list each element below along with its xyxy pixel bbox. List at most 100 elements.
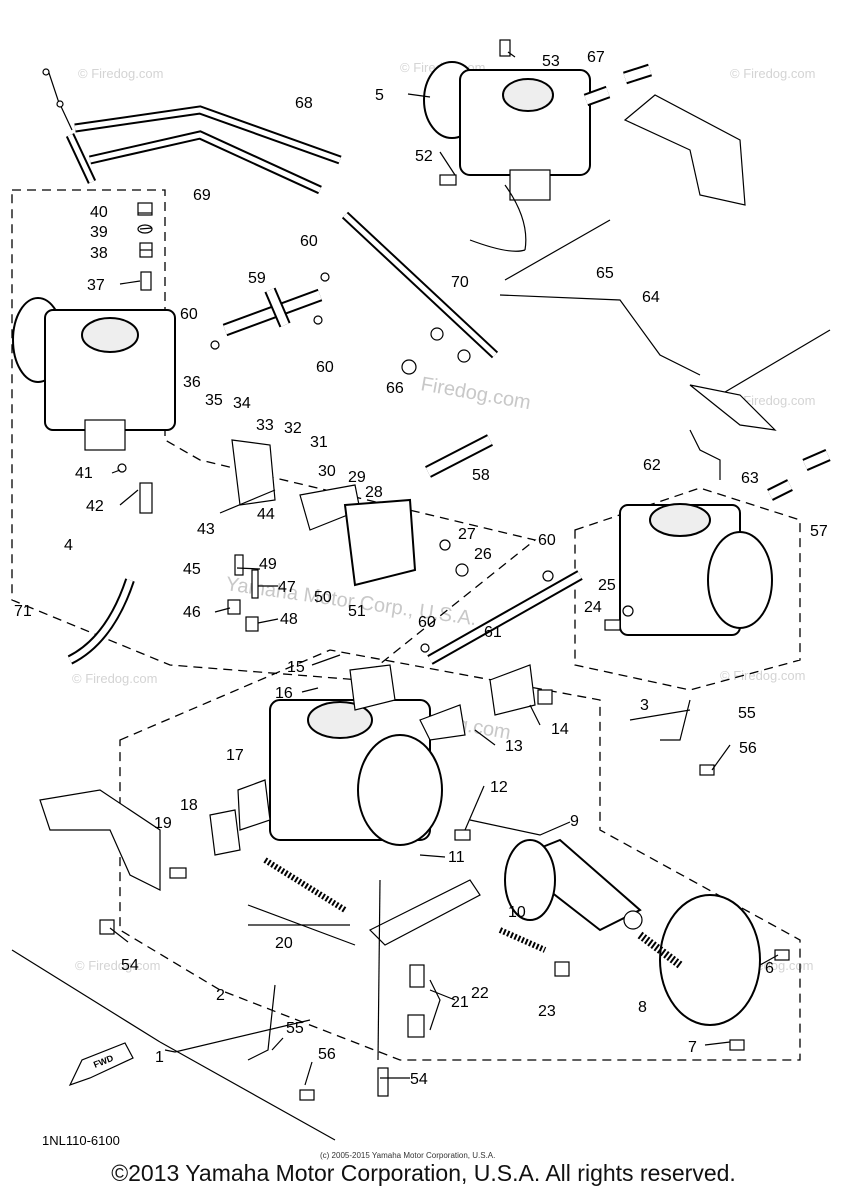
callout: 5 xyxy=(375,87,384,104)
callout: 60 xyxy=(180,306,198,323)
callout: 32 xyxy=(284,420,302,437)
callout: 17 xyxy=(226,747,244,764)
callout: 39 xyxy=(90,224,108,241)
callout: 8 xyxy=(638,999,647,1016)
callout: 55 xyxy=(738,705,756,722)
callout: 44 xyxy=(257,506,275,523)
callout: 30 xyxy=(318,463,336,480)
callout: 42 xyxy=(86,498,104,515)
callout: 14 xyxy=(551,721,569,738)
carburetor-left xyxy=(12,297,176,451)
carburetor-top xyxy=(423,61,591,251)
callout: 53 xyxy=(542,53,560,70)
callout: 22 xyxy=(471,985,489,1002)
callout: 45 xyxy=(183,561,201,578)
callout: 27 xyxy=(458,526,476,543)
callout: 52 xyxy=(415,148,433,165)
callout: 4 xyxy=(64,537,73,554)
small-copyright: (c) 2005-2015 Yamaha Motor Corporation, … xyxy=(320,1151,495,1160)
watermark: © Firedog.com xyxy=(78,66,163,81)
callout: 25 xyxy=(598,577,616,594)
callout: 46 xyxy=(183,604,201,621)
callout: 54 xyxy=(121,957,139,974)
callout: 67 xyxy=(587,49,605,66)
watermark: © Firedog.com xyxy=(72,671,157,686)
part-code: 1NL110-6100 xyxy=(42,1133,120,1148)
callout: 6 xyxy=(765,960,774,977)
callout: 28 xyxy=(365,484,383,501)
callout: 54 xyxy=(410,1071,428,1088)
callout: 24 xyxy=(584,599,602,616)
callout: 33 xyxy=(256,417,274,434)
callout: 41 xyxy=(75,465,93,482)
small-hardware xyxy=(99,39,790,1101)
callout: 29 xyxy=(348,469,366,486)
callout: 26 xyxy=(474,546,492,563)
watermark: © Firedog.com xyxy=(730,66,815,81)
callout: 62 xyxy=(643,457,661,474)
callout: 50 xyxy=(314,589,332,606)
callout: 37 xyxy=(87,277,105,294)
callout: 3 xyxy=(640,697,649,714)
diaphragm-assembly xyxy=(504,838,761,1026)
callout: 69 xyxy=(193,187,211,204)
callout: 40 xyxy=(90,204,108,221)
callout: 70 xyxy=(451,274,469,291)
callout: 60 xyxy=(300,233,318,250)
callout: 66 xyxy=(386,380,404,397)
callout-numbers: 1 2 3 4 5 6 7 8 9 10 11 12 13 14 15 16 1… xyxy=(14,49,828,1088)
callout: 35 xyxy=(205,392,223,409)
callout: 36 xyxy=(183,374,201,391)
callout: 12 xyxy=(490,779,508,796)
callout: 13 xyxy=(505,738,523,755)
callout: 63 xyxy=(741,470,759,487)
callout: 38 xyxy=(90,245,108,262)
callout: 15 xyxy=(287,659,305,676)
callout: 56 xyxy=(739,740,757,757)
callout: 68 xyxy=(295,95,313,112)
callout: 55 xyxy=(286,1020,304,1037)
copyright-footer: ©2013 Yamaha Motor Corporation, U.S.A. A… xyxy=(111,1160,736,1186)
brackets xyxy=(39,94,746,1061)
callout: 61 xyxy=(484,624,502,641)
callout: 58 xyxy=(472,467,490,484)
callout: 16 xyxy=(275,685,293,702)
callout: 1 xyxy=(155,1049,164,1066)
callout: 19 xyxy=(154,815,172,832)
callout: 71 xyxy=(14,603,32,620)
callout: 60 xyxy=(316,359,334,376)
callout: 57 xyxy=(810,523,828,540)
callout: 11 xyxy=(448,849,465,866)
callout: 18 xyxy=(180,797,198,814)
callout: 60 xyxy=(538,532,556,549)
watermark-url: Firedog.com xyxy=(419,373,532,414)
callout: 65 xyxy=(596,265,614,282)
callout: 20 xyxy=(275,935,293,952)
callout: 34 xyxy=(233,395,251,412)
fuel-lines xyxy=(42,68,342,195)
watermark: © Firedog.com xyxy=(730,393,815,408)
callout: 64 xyxy=(642,289,660,306)
callout: 2 xyxy=(216,987,225,1004)
assembly-outlines xyxy=(11,189,801,1061)
callout: 48 xyxy=(280,611,298,628)
callout: 21 xyxy=(451,994,469,1011)
carburetor-right xyxy=(619,503,773,636)
callout: 51 xyxy=(348,603,366,620)
forward-arrow-icon: FWD xyxy=(68,1042,134,1087)
linkage-rods xyxy=(67,63,831,665)
callout: 59 xyxy=(248,270,266,287)
callout: 9 xyxy=(570,813,579,830)
callout: 7 xyxy=(688,1039,697,1056)
callout: 47 xyxy=(278,579,296,596)
carburetor-bottom xyxy=(269,699,443,846)
watermark: © Firedog.com xyxy=(720,668,805,683)
callout: 43 xyxy=(197,521,215,538)
callout: 49 xyxy=(259,556,277,573)
watermark: © Firedog.com xyxy=(75,958,160,973)
callout: 23 xyxy=(538,1003,556,1020)
callout: 56 xyxy=(318,1046,336,1063)
callout: 10 xyxy=(508,904,526,921)
leader-lines xyxy=(11,51,779,1141)
